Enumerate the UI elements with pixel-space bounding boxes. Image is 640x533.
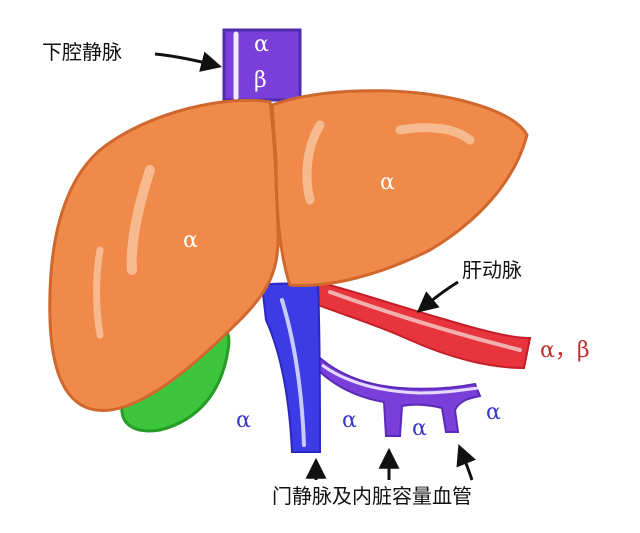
portal-vein-receptor: α	[236, 408, 251, 433]
ivc-receptor-bottom: β	[254, 68, 267, 93]
ivc-receptor-top: α	[254, 32, 269, 57]
liver-large-lobe-receptor: α	[183, 228, 198, 253]
visceral-vessels-highlight	[321, 363, 479, 395]
liver-small-highlight	[302, 120, 325, 205]
ivc-arrow	[154, 51, 223, 72]
portal-vein-shape	[260, 282, 322, 453]
hepatic-artery-label: 肝动脉	[462, 258, 522, 282]
liver-large-highlight	[126, 165, 155, 275]
liver-large-highlight-2	[93, 246, 104, 339]
hepatic-artery-arrow	[416, 280, 459, 313]
portal-arrow-3	[456, 444, 476, 481]
portal-vein-highlight	[280, 298, 306, 447]
hepatic-artery-highlight	[328, 290, 522, 352]
liver-large-lobe	[48, 98, 280, 412]
visceral-vessels-shape	[311, 349, 482, 437]
hepatic-artery-receptor: α，β	[540, 338, 590, 363]
visceral-receptor-3: α	[486, 400, 501, 425]
visceral-receptor-2: α	[412, 416, 427, 441]
ivc-label: 下腔静脉	[42, 40, 122, 64]
portal-vein-label: 门静脉及内脏容量血管	[272, 484, 472, 508]
liver-small-highlight-2	[395, 123, 475, 145]
liver-small-lobe-receptor: α	[380, 170, 395, 195]
visceral-receptor-1: α	[342, 408, 357, 433]
